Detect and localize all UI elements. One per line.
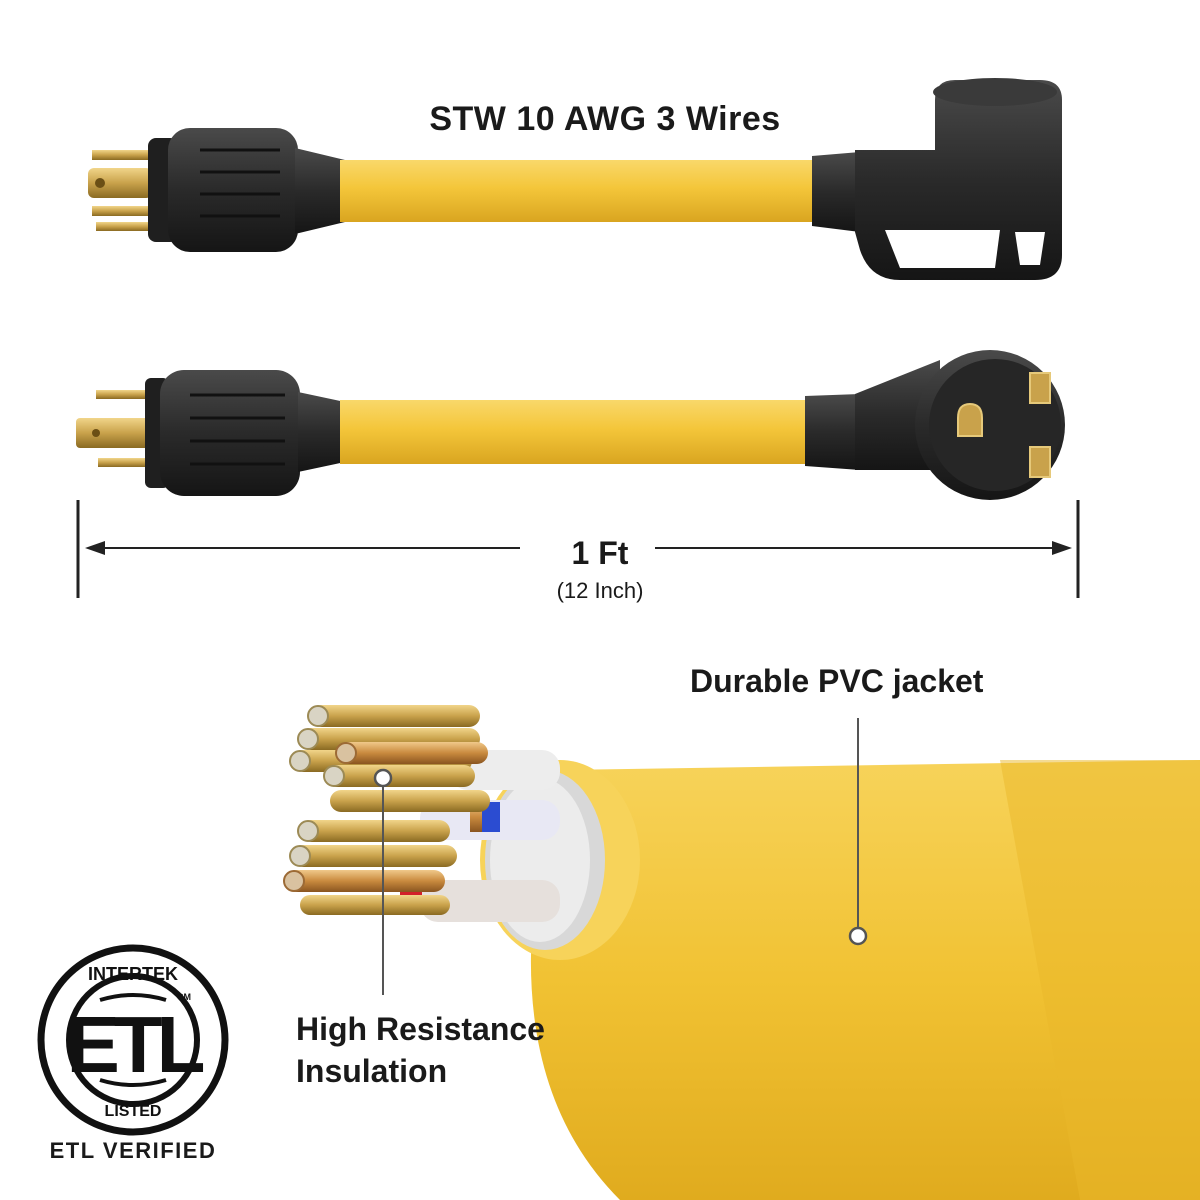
straight-cord: [76, 350, 1065, 500]
callout-leaders: [373, 718, 868, 995]
insulation-callout-line2: Insulation: [296, 1053, 448, 1089]
etl-verified-caption: ETL VERIFIED: [49, 1138, 217, 1163]
seal-top-text: INTERTEK: [88, 964, 178, 984]
right-angle-connector: [812, 78, 1062, 280]
cable-cross-section: [283, 705, 1200, 1200]
right-angle-cord: [88, 78, 1062, 280]
insulation-callout-line1: High Resistance: [296, 1011, 545, 1047]
locking-plug-body-2: [145, 370, 345, 496]
length-label: 1 Ft: [571, 535, 629, 571]
length-inches-label: (12 Inch): [556, 578, 644, 603]
locking-plug-body: [148, 128, 345, 252]
locking-plug-prongs: [88, 150, 152, 231]
locking-plug-prongs-2: [76, 390, 152, 467]
dimension-indicator: [76, 500, 1080, 598]
pvc-jacket-callout: Durable PVC jacket: [690, 663, 984, 699]
seal-mark-text: ETL: [66, 1000, 203, 1089]
cord-segment-2: [340, 400, 810, 464]
straight-receptacle: [805, 350, 1065, 500]
seal-bottom-text: LISTED: [105, 1103, 162, 1120]
wire-gauge-caption: STW 10 AWG 3 Wires: [429, 100, 781, 138]
cord-segment: [340, 160, 820, 222]
conductor-strands: [283, 705, 490, 915]
insulation-callout: High Resistance Insulation: [296, 1008, 545, 1092]
etl-certification-seal: INTERTEK ETL LISTED CM: [37, 944, 229, 1136]
seal-cm-text: CM: [177, 992, 191, 1002]
